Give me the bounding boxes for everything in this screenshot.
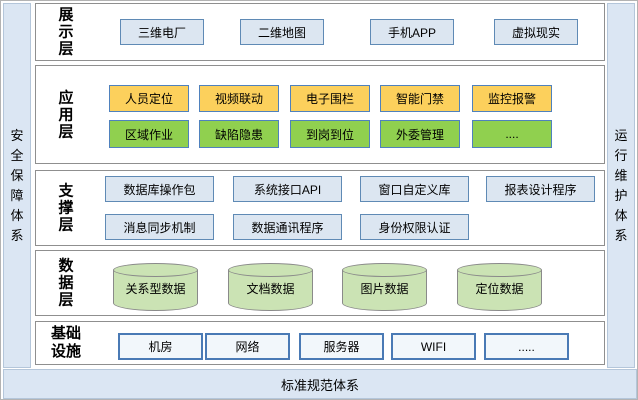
support-box: 消息同步机制 bbox=[105, 214, 214, 240]
database-cylinder: 定位数据 bbox=[457, 263, 542, 311]
presentation-box: 三维电厂 bbox=[120, 19, 204, 45]
layer-presentation-label: 展示层 bbox=[58, 6, 74, 58]
database-cylinder: 关系型数据 bbox=[113, 263, 198, 311]
infrastructure-box: 机房 bbox=[118, 333, 203, 360]
application-box: .... bbox=[472, 120, 552, 148]
database-cylinder: 文档数据 bbox=[228, 263, 313, 311]
layer-data-label: 数据层 bbox=[58, 257, 74, 309]
database-label: 关系型数据 bbox=[125, 282, 186, 296]
layer-infrastructure: 基础设施 机房 网络 服务器 WIFI ..... bbox=[35, 321, 605, 365]
application-box: 电子围栏 bbox=[290, 85, 370, 112]
cylinder-lid bbox=[228, 263, 313, 277]
application-box: 区域作业 bbox=[109, 120, 189, 148]
security-pillar-label: 安全保障体系 bbox=[10, 127, 24, 243]
database-label: 图片数据 bbox=[360, 282, 409, 296]
standards-bar-label: 标准规范体系 bbox=[280, 377, 359, 393]
application-box: 外委管理 bbox=[380, 120, 460, 148]
standards-bar: 标准规范体系 bbox=[3, 369, 637, 399]
layer-support-label: 支撑层 bbox=[58, 182, 74, 234]
application-box: 人员定位 bbox=[109, 85, 189, 112]
support-box: 系统接口API bbox=[233, 176, 342, 202]
infrastructure-box: WIFI bbox=[391, 333, 476, 360]
operations-pillar-label: 运行维护体系 bbox=[614, 127, 628, 243]
layer-data: 数据层 关系型数据 文档数据 图片数据 定位数据 bbox=[35, 250, 605, 316]
presentation-box: 虚拟现实 bbox=[494, 19, 578, 45]
application-box: 监控报警 bbox=[472, 85, 552, 112]
layer-application-label: 应用层 bbox=[58, 89, 74, 140]
layer-presentation: 展示层 三维电厂 二维地图 手机APP 虚拟现实 bbox=[35, 3, 605, 61]
presentation-box: 手机APP bbox=[370, 19, 454, 45]
cylinder-lid bbox=[457, 263, 542, 277]
application-box: 智能门禁 bbox=[380, 85, 460, 112]
support-box: 数据库操作包 bbox=[105, 176, 214, 202]
database-label: 定位数据 bbox=[475, 282, 524, 296]
support-box: 身份权限认证 bbox=[360, 214, 469, 240]
application-box: 到岗到位 bbox=[290, 120, 370, 148]
presentation-box: 二维地图 bbox=[240, 19, 324, 45]
database-label: 文档数据 bbox=[246, 282, 295, 296]
application-box: 视频联动 bbox=[199, 85, 279, 112]
infrastructure-box: 服务器 bbox=[299, 333, 384, 360]
layer-support: 支撑层 数据库操作包 系统接口API 窗口自定义库 报表设计程序 消息同步机制 … bbox=[35, 170, 605, 246]
application-box: 缺陷隐患 bbox=[199, 120, 279, 148]
cylinder-lid bbox=[113, 263, 198, 277]
layer-application: 应用层 人员定位 视频联动 电子围栏 智能门禁 监控报警 区域作业 缺陷隐患 到… bbox=[35, 65, 605, 164]
support-box: 报表设计程序 bbox=[486, 176, 595, 202]
support-box: 数据通讯程序 bbox=[233, 214, 342, 240]
cylinder-lid bbox=[342, 263, 427, 277]
support-box: 窗口自定义库 bbox=[360, 176, 469, 202]
infrastructure-box: 网络 bbox=[205, 333, 290, 360]
operations-pillar: 运行维护体系 bbox=[607, 3, 635, 368]
infrastructure-box: ..... bbox=[484, 333, 569, 360]
database-cylinder: 图片数据 bbox=[342, 263, 427, 311]
security-pillar: 安全保障体系 bbox=[3, 3, 31, 368]
layer-infrastructure-label: 基础设施 bbox=[50, 325, 81, 360]
